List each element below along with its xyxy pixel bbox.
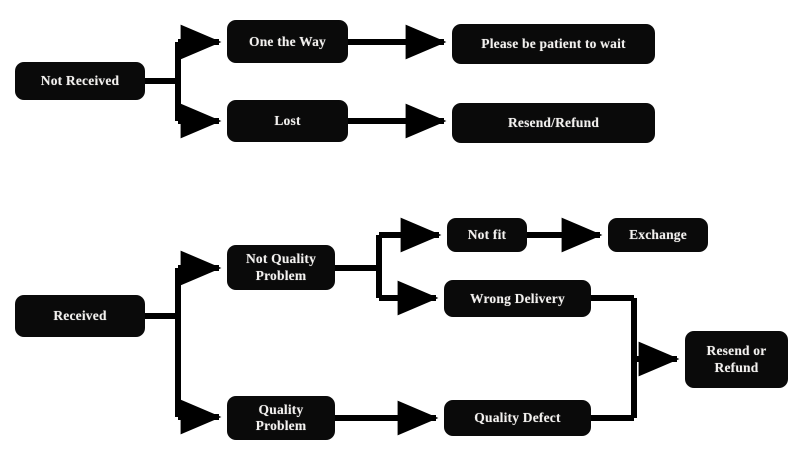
node-label: Not fit <box>467 227 507 243</box>
node-label: Wrong Delivery <box>470 290 565 306</box>
node-label: One the Way <box>249 33 326 49</box>
node-one-the-way[interactable]: One the Way <box>227 20 348 63</box>
node-received[interactable]: Received <box>15 295 145 337</box>
node-not-received[interactable]: Not Received <box>15 62 145 100</box>
node-please-be-patient-to-wait[interactable]: Please be patient to wait <box>452 24 655 64</box>
node-not-quality-problem[interactable]: Not Quality Problem <box>227 245 335 290</box>
node-label: Lost <box>274 113 301 129</box>
node-label: Resend or Refund <box>706 343 767 375</box>
node-quality-defect[interactable]: Quality Defect <box>444 400 591 436</box>
node-wrong-delivery[interactable]: Wrong Delivery <box>444 280 591 317</box>
node-label: Resend/Refund <box>507 115 600 131</box>
node-label: Please be patient to wait <box>481 36 626 52</box>
node-resend-or-refund[interactable]: Resend or Refund <box>685 331 788 388</box>
node-resend-refund[interactable]: Resend/Refund <box>452 103 655 143</box>
node-label: Quality Defect <box>474 410 561 426</box>
node-label: Quality Problem <box>255 401 307 433</box>
node-label: Received <box>53 308 107 324</box>
node-label: Exchange <box>629 227 687 243</box>
node-label: Not Quality Problem <box>245 251 317 283</box>
node-not-fit[interactable]: Not fit <box>447 218 527 252</box>
node-lost[interactable]: Lost <box>227 100 348 142</box>
node-label: Not Received <box>40 73 120 89</box>
node-quality-problem[interactable]: Quality Problem <box>227 396 335 440</box>
node-exchange[interactable]: Exchange <box>608 218 708 252</box>
